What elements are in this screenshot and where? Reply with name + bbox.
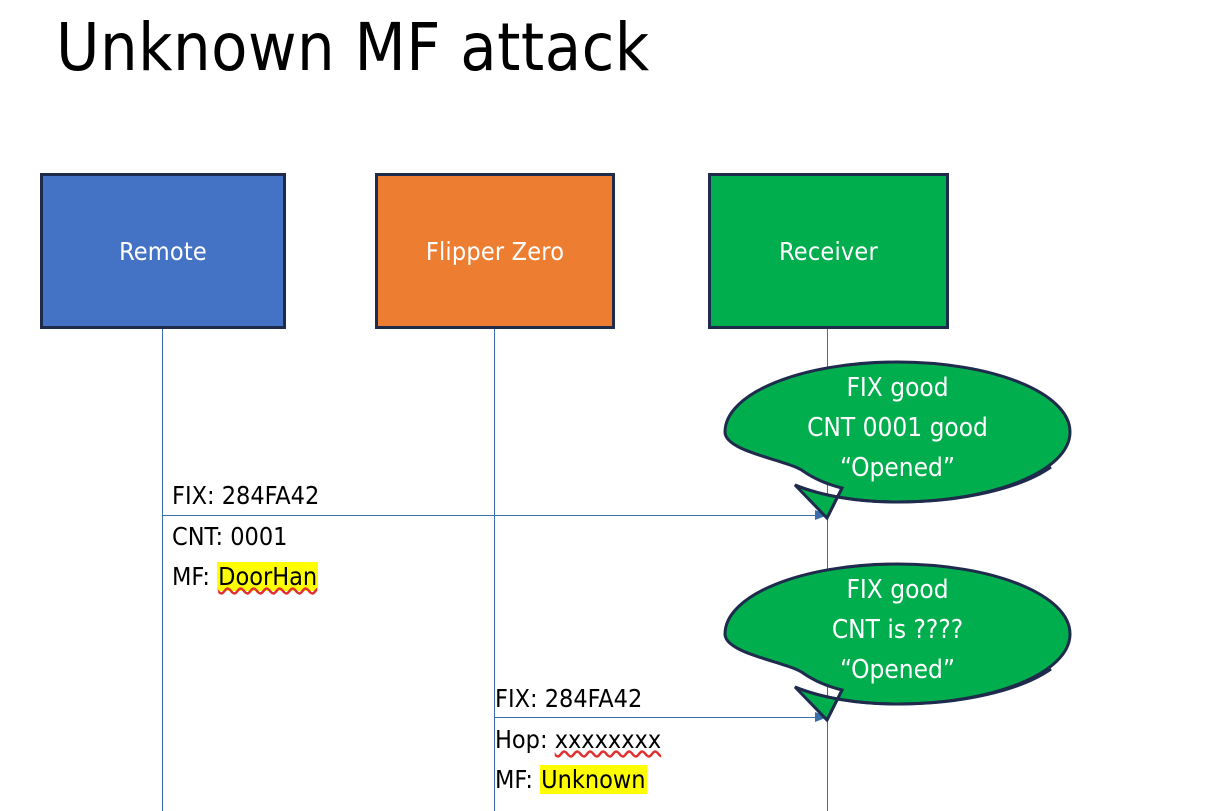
message-arrow-flipper-to-receiver[interactable]	[494, 712, 828, 723]
arrow-shaft	[494, 717, 828, 718]
message-2-line-1-prefix: FIX:	[495, 684, 545, 713]
arrow-shaft	[163, 515, 828, 516]
lifeline-remote	[162, 329, 163, 811]
message-1-line-2: CNT: 0001	[172, 517, 287, 557]
callout-shape-1	[723, 360, 1072, 521]
page-title: Unknown MF attack	[56, 9, 650, 86]
message-arrow-remote-to-receiver[interactable]	[163, 510, 828, 521]
message-1-line-1-prefix: FIX:	[172, 481, 222, 510]
message-2-line-2: Hop: xxxxxxxx	[495, 720, 661, 760]
message-2-line-1-value: 284FA42	[544, 684, 643, 713]
arrow-head-icon	[815, 510, 828, 520]
actor-label-remote: Remote	[119, 236, 207, 266]
message-2-hop-value: xxxxxxxx	[554, 725, 662, 754]
actor-label-receiver: Receiver	[779, 236, 878, 266]
message-2-line-3: MF: Unknown	[495, 760, 647, 800]
message-1-line-2-prefix: CNT:	[172, 522, 231, 551]
callout-bubble-1[interactable]: FIX good CNT 0001 good “Opened”	[723, 360, 1072, 521]
message-1-line-3-prefix: MF:	[172, 562, 218, 591]
callout-bubble-2[interactable]: FIX good CNT is ???? “Opened”	[723, 562, 1072, 723]
actor-box-remote[interactable]: Remote	[40, 173, 286, 329]
message-2-manufacturer-value: Unknown	[540, 765, 647, 794]
message-1-line-1: FIX: 284FA42	[172, 476, 319, 516]
message-1-line-3: MF: DoorHan	[172, 557, 319, 597]
arrow-head-icon	[815, 712, 828, 722]
actor-box-receiver[interactable]: Receiver	[708, 173, 949, 329]
message-2-line-3-prefix: MF:	[495, 765, 541, 794]
message-1-line-2-value: 0001	[230, 522, 288, 551]
actor-box-flipper-zero[interactable]: Flipper Zero	[375, 173, 615, 329]
callout-shape-2	[723, 562, 1072, 723]
message-2-line-2-prefix: Hop:	[495, 725, 555, 754]
actor-label-flipper-zero: Flipper Zero	[425, 236, 565, 266]
lifeline-flipper-zero	[494, 329, 495, 811]
message-2-line-1: FIX: 284FA42	[495, 679, 642, 719]
message-1-line-1-value: 284FA42	[221, 481, 320, 510]
message-1-manufacturer-value: DoorHan	[217, 562, 319, 591]
